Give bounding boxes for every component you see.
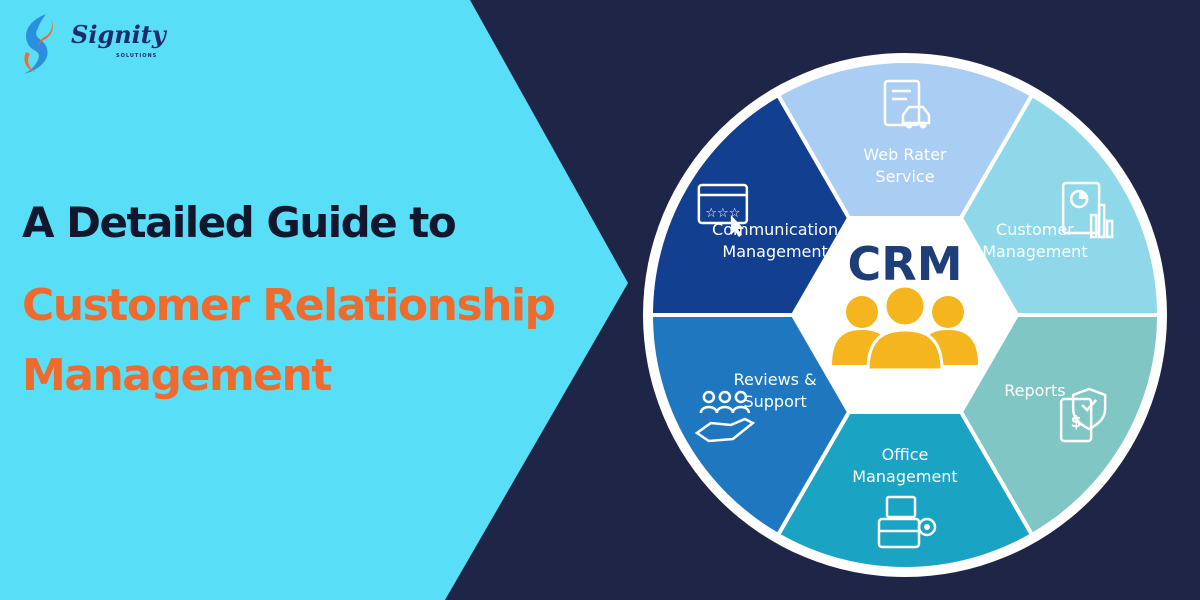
logo-subtitle: SOLUTIONS	[116, 53, 158, 59]
report-shield-icon: $	[1059, 387, 1107, 443]
svg-text:☆☆☆: ☆☆☆	[705, 206, 740, 221]
headline-line-3: Management	[22, 350, 332, 401]
wheel-segment	[775, 409, 1035, 571]
briefcase-gear-icon	[877, 495, 937, 549]
wheel-segment	[648, 92, 852, 317]
hand-people-icon	[694, 390, 756, 443]
document-car-icon	[883, 79, 931, 129]
logo-wordmark: Signity	[71, 20, 166, 49]
headline-line-2: Customer Relationship	[22, 280, 556, 331]
chart-report-icon	[1061, 181, 1114, 239]
crm-center-label: CRM	[848, 237, 963, 291]
rating-window-icon: ☆☆☆	[697, 183, 749, 237]
signity-logo: Signity SOLUTIONS	[16, 12, 186, 76]
wheel-segment	[958, 92, 1162, 317]
wheel-segment	[775, 59, 1035, 221]
headline-line-1: A Detailed Guide to	[22, 198, 457, 247]
people-group-icon	[832, 284, 978, 372]
segment-label: Reviews &Support	[734, 370, 817, 411]
segment-label: Reports	[1004, 381, 1065, 400]
signity-mark-icon	[24, 14, 53, 74]
svg-text:$: $	[1071, 412, 1082, 431]
